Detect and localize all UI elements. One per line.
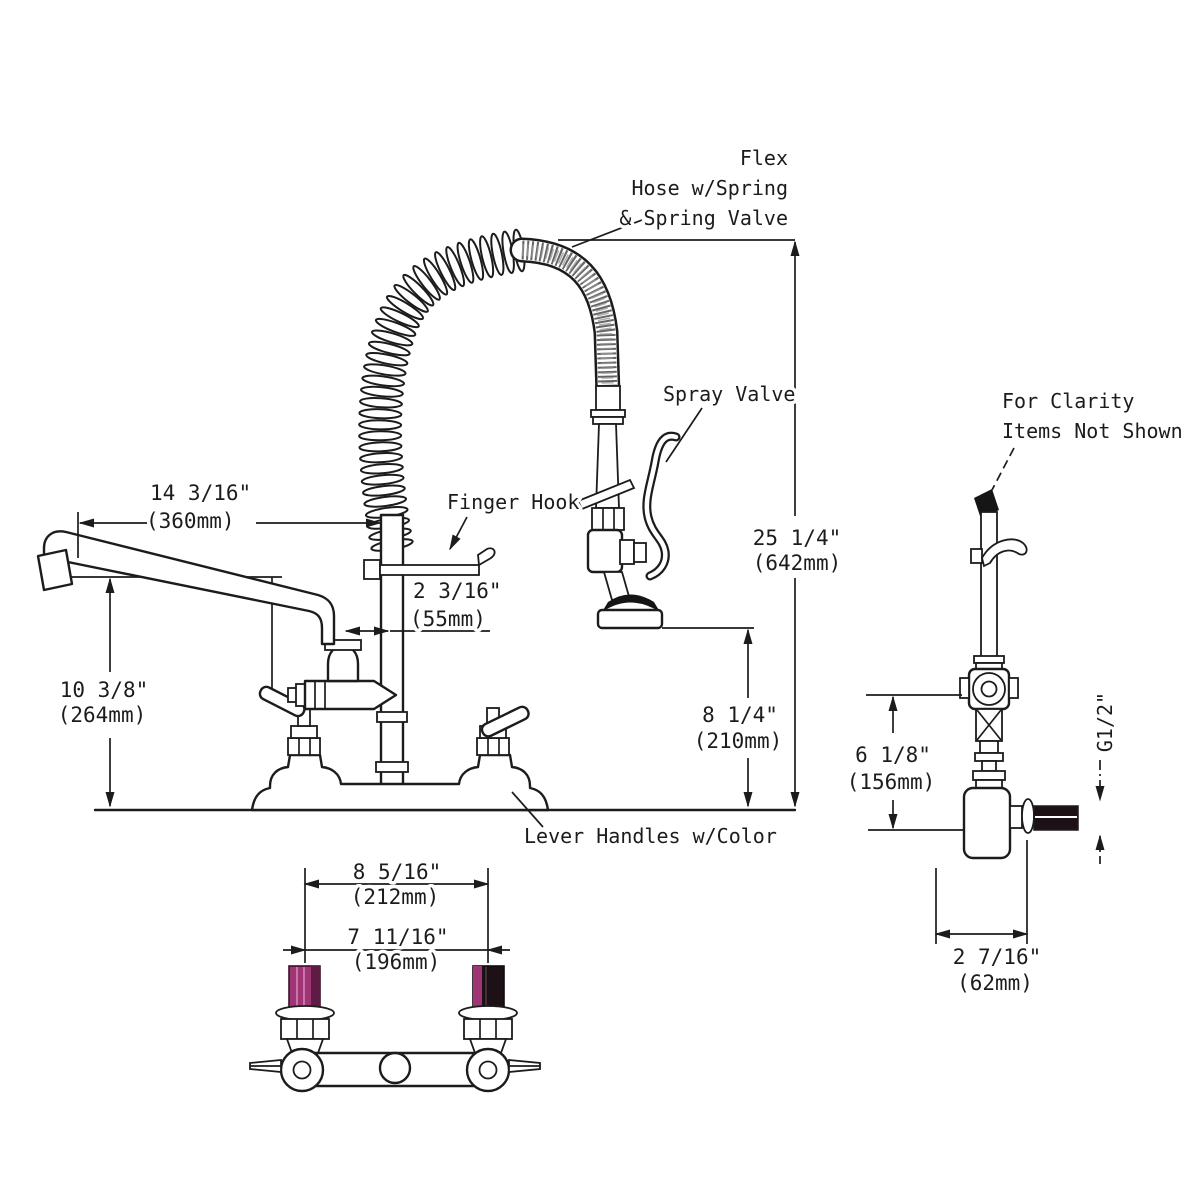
flex-hose-label-line1: Flex [740, 146, 788, 170]
lever-handles-label: Lever Handles w/Color [524, 824, 777, 848]
dim-wall-offset-mm: (62mm) [957, 971, 1033, 995]
dim-spout-height-mm: (264mm) [58, 703, 147, 727]
dim-faucet-centers-in: 7 11/16" [347, 925, 448, 949]
finger-hook-leader [449, 516, 468, 551]
spout-dome [326, 644, 360, 683]
clarity-leader [991, 447, 1015, 491]
wall-bracket [250, 753, 550, 812]
dim-valve-height-mm: (210mm) [694, 729, 783, 753]
dim-bracket-width-mm: (212mm) [351, 885, 440, 909]
spray-valve-clip [576, 478, 636, 511]
side-view [868, 447, 1079, 860]
side-riser-pipe [980, 511, 998, 661]
dim-spout-height-in: 10 3/8" [60, 678, 149, 702]
bottom-view [249, 965, 541, 1093]
spring-coil-hose [358, 228, 526, 552]
riser-collar-mid [376, 711, 408, 723]
dim-hook-offset-mm: (55mm) [410, 607, 486, 631]
bottom-dimensions [283, 868, 510, 963]
right-lever-handle [480, 705, 530, 738]
left-lever-handle [258, 685, 306, 718]
clarity-note-line2: Items Not Shown [1002, 419, 1183, 443]
spray-nozzle-gasket [602, 594, 660, 612]
riser-pipe [379, 513, 405, 787]
flex-hose-label-line3: & Spring Valve [619, 206, 788, 230]
spray-valve-body [586, 528, 624, 574]
dim-faucet-centers-mm: (196mm) [352, 950, 441, 974]
left-valve-stem [258, 685, 321, 756]
dim-overall-height-mm: (642mm) [753, 551, 842, 575]
swing-spout [36, 530, 336, 646]
dim-side-height-in: 6 1/8" [855, 743, 931, 767]
dim-hook-offset-in: 2 3/16" [413, 579, 502, 603]
side-finger-hook [981, 538, 1028, 568]
dim-overall-height-in: 25 1/4" [753, 526, 842, 550]
spray-nozzle-base [596, 608, 664, 630]
annotations: Flex Hose w/Spring & Spring Valve Spray … [54, 143, 1186, 999]
spray-valve-assembly [576, 385, 681, 630]
mixing-tee-body [287, 639, 398, 711]
side-wall-elbow [962, 786, 1012, 860]
dim-bracket-width-in: 8 5/16" [353, 860, 442, 884]
spray-valve-label: Spray Valve [663, 382, 795, 406]
dim-valve-height-in: 8 1/4" [702, 703, 778, 727]
flex-hose-label-line2: Hose w/Spring [631, 176, 788, 200]
dim-wall-offset-in: 2 7/16" [953, 945, 1042, 969]
flex-hose-leader [571, 219, 643, 248]
dim-spout-reach-mm: (360mm) [146, 509, 235, 533]
spray-valve-trigger [642, 431, 681, 581]
clarity-note-line1: For Clarity [1002, 389, 1134, 413]
spray-valve-leader [665, 407, 703, 463]
front-view [36, 228, 797, 812]
dim-spout-reach-in: 14 3/16" [150, 481, 251, 505]
center-boss [378, 1051, 412, 1085]
thread-size-label: G1/2" [1093, 692, 1117, 752]
lever-handles-leader [511, 791, 544, 828]
right-valve-stem [476, 705, 530, 756]
finger-hook-label: Finger Hook [447, 490, 579, 514]
finger-hook [363, 547, 496, 580]
side-flange [1021, 798, 1035, 834]
side-dimensions [866, 694, 1105, 944]
spout-tip [36, 548, 74, 592]
front-dimensions [77, 219, 800, 828]
dim-side-height-mm: (156mm) [847, 770, 936, 794]
riser-collar-base [375, 761, 409, 773]
flex-hose [509, 237, 621, 407]
